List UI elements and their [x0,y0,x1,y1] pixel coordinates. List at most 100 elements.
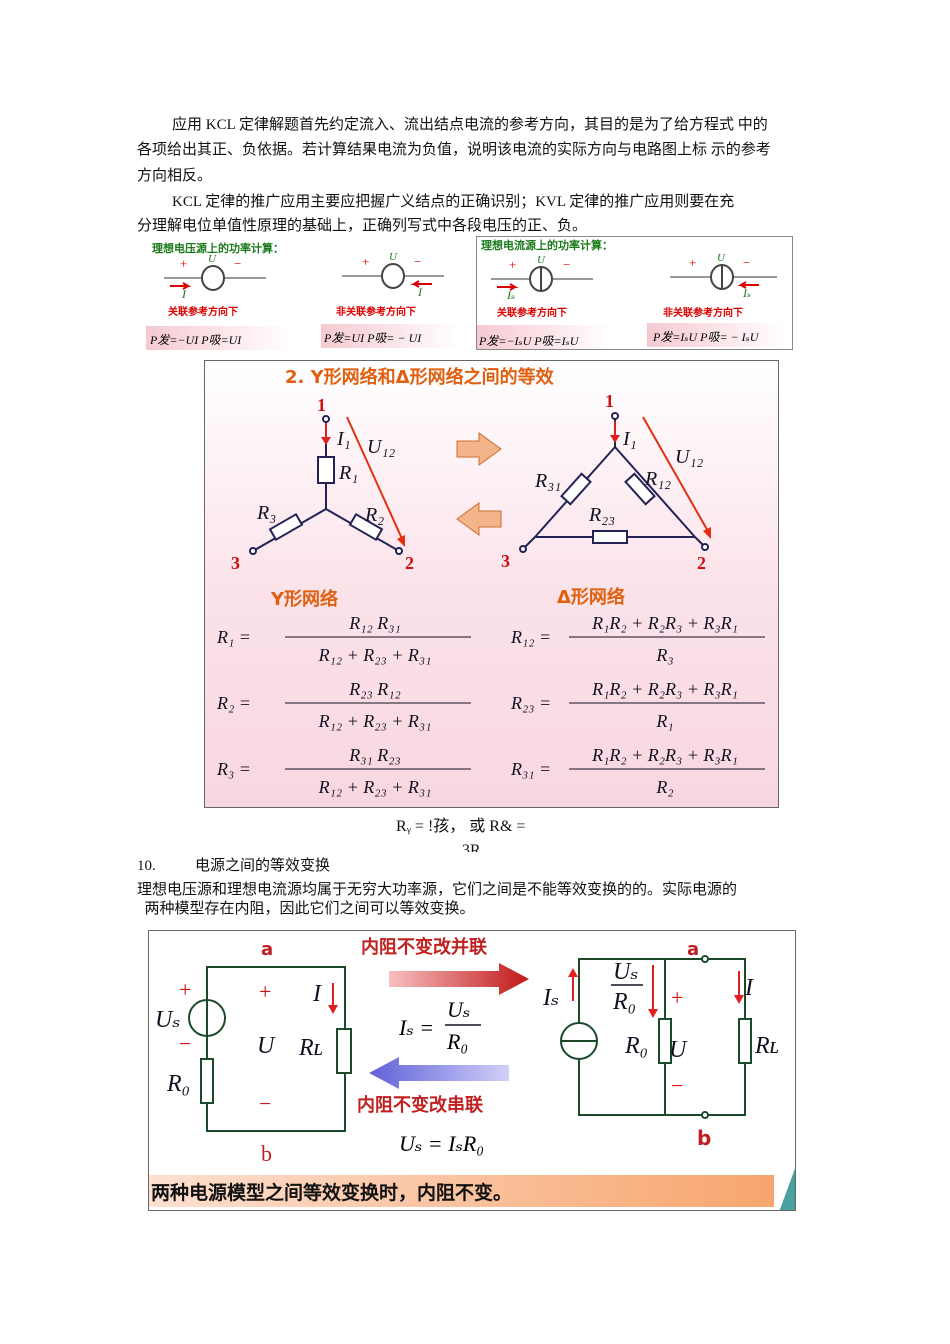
y-network-label: Y形网络 [270,588,338,610]
svg-text:R₀: R₀ [166,1071,190,1097]
svg-text:+: + [509,257,516,272]
formula: P发=IₛU P吸= − IₛU [652,330,760,344]
current-source-model [560,955,752,1119]
svg-text:−: − [671,1073,683,1098]
nonassoc-label: 非关联参考方向下 [663,306,743,319]
svg-text:R₁₂: R₁₂ [644,468,671,490]
nonassoc-current-source: + U − Iₛ [670,252,777,300]
paragraph-line: 分理解电位单值性原理的基础上，正确列写式中各段电压的正、负。 [137,218,588,234]
svg-text:−: − [414,254,421,269]
svg-text:U: U [669,1037,688,1063]
svg-text:3: 3 [501,551,510,571]
y-network [249,415,403,555]
svg-text:−: − [259,1091,271,1116]
paragraph-line: KCL 定律的推广应用主要应把握广义结点的正确识别；KVL 定律的推广应用则要在… [172,194,735,210]
svg-text:Iₛ: Iₛ [542,985,559,1011]
formula: P发=UI P吸= − UI [323,331,422,345]
svg-text:2: 2 [697,553,706,573]
svg-text:+: + [362,254,369,269]
formula-lhs: R₂₃ = [510,693,551,713]
svg-text:U: U [208,253,217,265]
section-title: 电源之间的等效变换 [195,858,331,874]
svg-text:I₁: I₁ [336,428,351,450]
svg-text:R₀: R₀ [624,1033,648,1059]
svg-text:U: U [537,254,546,266]
svg-text:U₁₂: U₁₂ [675,446,703,468]
svg-text:Uₛ: Uₛ [155,1007,180,1033]
svg-text:R₂: R₂ [364,504,384,526]
svg-text:−: − [743,255,750,270]
svg-text:R₀: R₀ [612,989,636,1015]
arrow-right-icon [389,963,529,995]
formula-lhs: R₁₂ = [510,627,551,647]
formula-lhs: R₃ = [216,759,251,779]
formula: P发=−IₛU P吸=IₛU [478,334,580,348]
svg-text:U: U [389,251,398,263]
relation-formula: Rᵧ = !孩， 或 R& = [396,818,526,835]
svg-text:−: − [234,256,241,271]
formula-denominator: R₁₂ + R₂₃ + R₃₁ [318,777,432,797]
svg-text:+: + [689,255,696,270]
svg-text:R₂₃: R₂₃ [588,504,615,526]
formula-numerator: R₁R₂ + R₂R₃ + R₃R₁ [591,613,738,633]
svg-text:+: + [180,256,187,271]
footer-caption: 两种电源模型之间等效变换时，内阻不变。 [151,1181,512,1204]
formula-denominator: R₁ [655,711,673,731]
paragraph-line: 两种模型存在内阻，因此它们之间可以等效变换。 [137,901,475,917]
svg-text:a: a [687,939,699,960]
svg-text:I: I [312,981,322,1007]
formula-numerator: R₁R₂ + R₂R₃ + R₃R₁ [591,679,738,699]
formulas: R₁ = R₁₂ R₃₁ R₁₂ + R₂₃ + R₃₁ R₂ = R₂₃ R₁₂ R₁₂… [216,613,765,797]
svg-text:Uₛ: Uₛ [613,959,638,985]
section-number: 10. [137,858,156,874]
paragraph-line: 方向相反。 [137,168,213,184]
svg-text:I: I [744,975,754,1001]
delta-network-label: Δ形网络 [557,586,625,608]
svg-text:+: + [259,979,271,1004]
svg-text:+: + [179,977,191,1002]
svg-text:R₀: R₀ [446,1029,468,1054]
svg-text:−: − [179,1031,191,1056]
relation-formula-cont: 3Rᵧ [462,842,485,852]
svg-text:1: 1 [605,391,614,411]
svg-text:1: 1 [317,395,326,415]
formula-numerator: R₃₁ R₂₃ [348,745,401,765]
formula-lhs: R₂ = [216,693,251,713]
svg-text:Rʟ: Rʟ [754,1033,779,1059]
svg-text:U: U [257,1033,276,1059]
current-source-power-figure: 理想电流源上的功率计算： +U− Iₛ 关联参考方向下 P发=−IₛU P吸=I… [476,236,793,350]
svg-text:3: 3 [231,553,240,573]
formula-numerator: R₁₂ R₃₁ [348,613,401,633]
voltage-source-model [188,966,352,1132]
formula-denominator: R₃ [655,645,673,665]
svg-text:I₁: I₁ [622,428,637,450]
formula-lhs: R₃₁ = [510,759,551,779]
paragraph-line: 各项给出其正、负依据。若计算结果电流为负值，说明该电流的实际方向与电路图上标 示… [137,142,771,158]
assoc-label: 关联参考方向下 [168,305,238,318]
svg-text:U: U [717,252,726,264]
nonassoc-voltage-source: +U− I [342,251,444,299]
svg-text:R₁: R₁ [338,462,358,484]
svg-text:2: 2 [405,553,414,573]
to-series-label: 内阻不变改串联 [357,1094,483,1116]
formula-numerator: R₂₃ R₁₂ [348,679,401,699]
assoc-voltage-source: +U− I [164,253,266,301]
svg-text:R₃: R₃ [256,502,276,524]
svg-text:b: b [697,1126,711,1150]
svg-text:Uₛ: Uₛ [447,997,470,1022]
paragraph-line: 理想电压源和理想电流源均属于无穷大功率源，它们之间是不能等效变换的的。实际电源的 [137,882,738,898]
formula-lhs: R₁ = [216,627,251,647]
assoc-label: 关联参考方向下 [497,306,567,319]
formula-denominator: R₁₂ + R₂₃ + R₃₁ [318,645,432,665]
formula-denominator: R₁₂ + R₂₃ + R₃₁ [318,711,432,731]
nonassoc-label: 非关联参考方向下 [336,305,416,318]
arrow-left-icon [369,1057,509,1089]
svg-text:Rʟ: Rʟ [298,1035,323,1061]
svg-text:Iₛ: Iₛ [742,286,751,300]
node-a: a [261,939,273,960]
voltage-source-power-figure: 理想电压源上的功率计算： +U− I 关联参考方向下 P发=−UI P吸=UI … [146,236,476,352]
formula-denominator: R₂ [655,777,673,797]
arrow-right-icon [456,432,502,466]
arrow-left-icon [456,502,502,536]
